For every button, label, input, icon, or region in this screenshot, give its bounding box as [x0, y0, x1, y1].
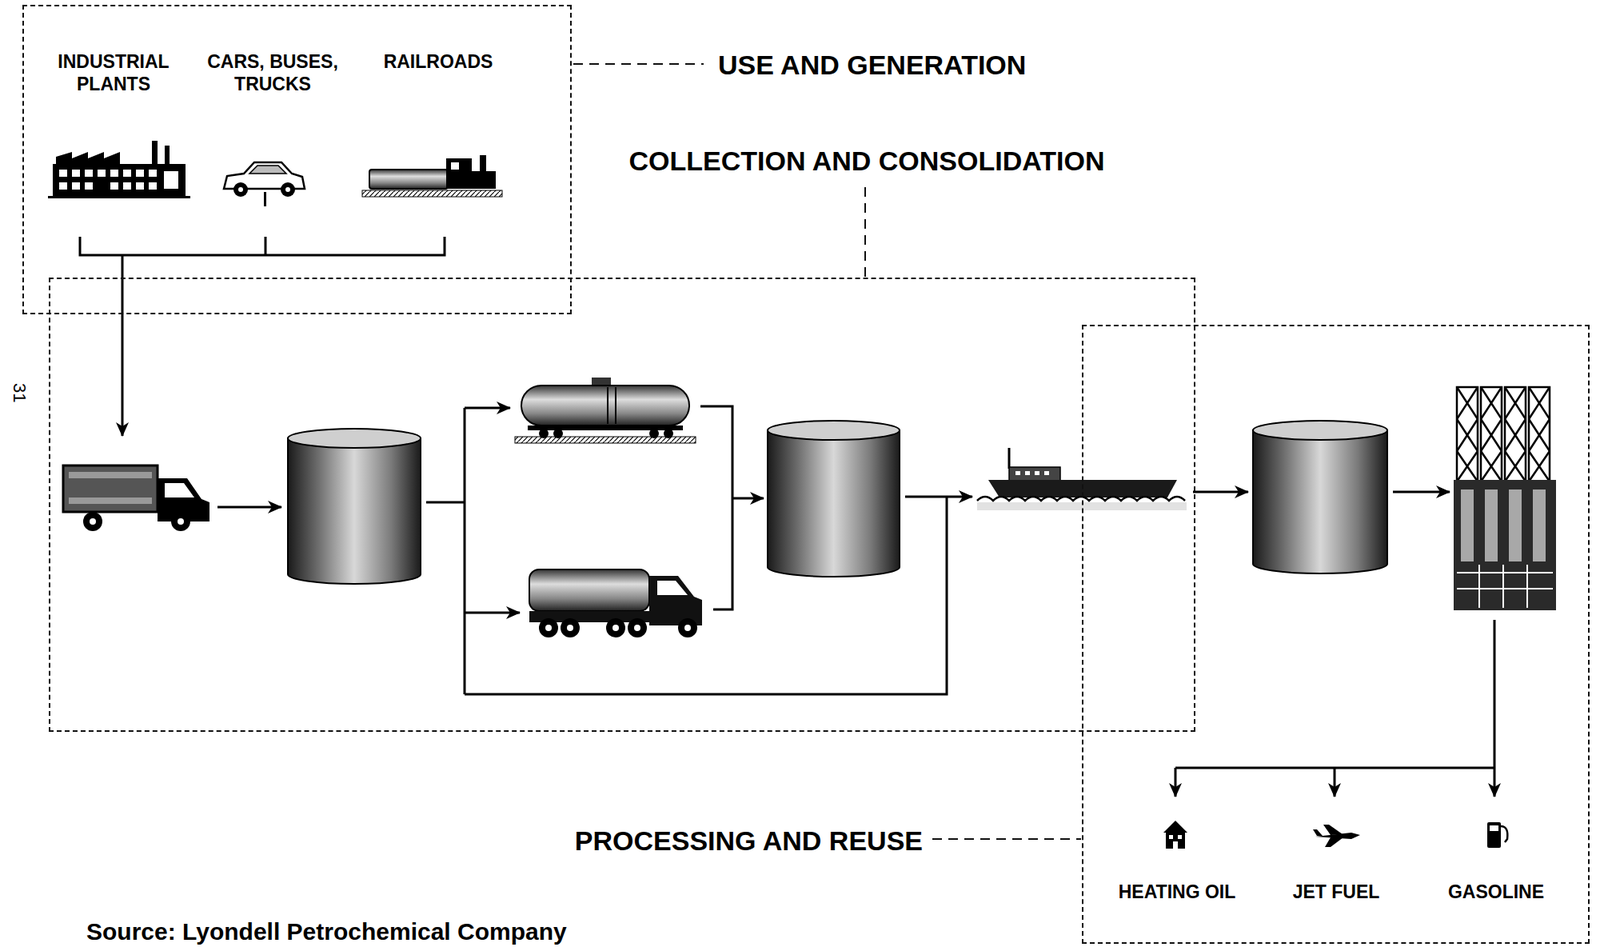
region-box: USE AND GENERATIONINDUSTRIAL PLANTSCARS,… [22, 4, 572, 315]
region-box: COLLECTION AND CONSOLIDATION [48, 277, 1196, 732]
product-node: GASOLINE [1420, 881, 1573, 904]
product-node: HEATING OIL [1101, 881, 1253, 904]
product-label: GASOLINE [1420, 881, 1573, 904]
source-label: RAILROADS [354, 51, 523, 74]
source-node: CARS, BUSES, TRUCKS [188, 51, 357, 96]
source-node: INDUSTRIAL PLANTS [29, 51, 198, 96]
region-box: PROCESSING AND REUSEHEATING OILJET FUELG… [1081, 324, 1590, 944]
source-label: CARS, BUSES, TRUCKS [188, 51, 357, 96]
page-number: 31 [9, 383, 29, 403]
product-label: HEATING OIL [1101, 881, 1253, 904]
region-heading: COLLECTION AND CONSOLIDATION [629, 145, 1106, 177]
product-node: JET FUEL [1260, 881, 1413, 904]
source-label: INDUSTRIAL PLANTS [29, 51, 198, 96]
source-caption: Source: Lyondell Petrochemical Company [86, 917, 567, 945]
region-heading: PROCESSING AND REUSE [574, 825, 923, 857]
region-heading: USE AND GENERATION [718, 49, 1026, 81]
product-label: JET FUEL [1260, 881, 1413, 904]
source-node: RAILROADS [354, 51, 523, 74]
